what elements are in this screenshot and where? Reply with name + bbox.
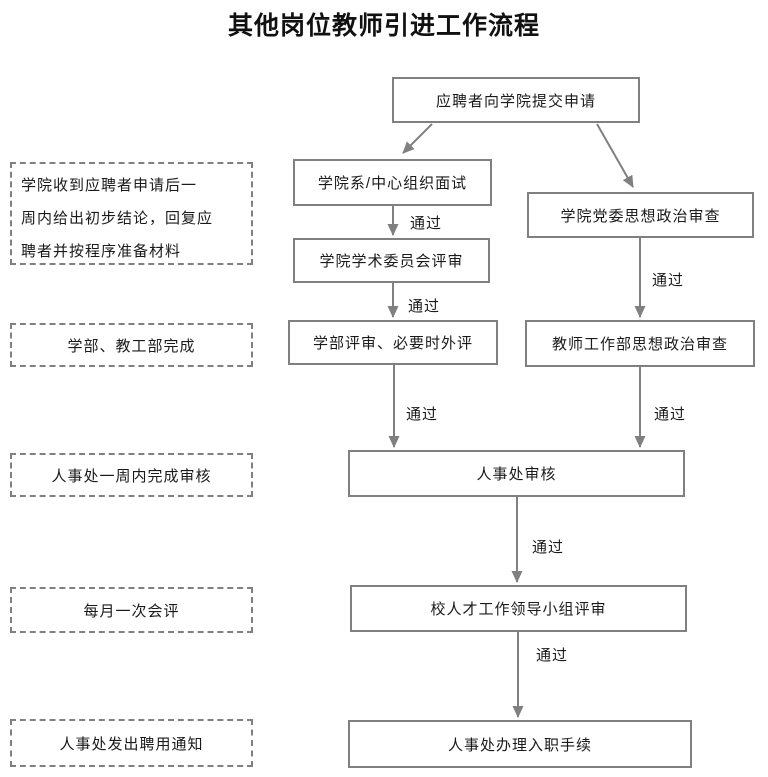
arrow-apply-to-interview bbox=[402, 123, 433, 154]
flow-node-academic-review: 学院学术委员会评审 bbox=[293, 238, 490, 283]
edge-label-pass-talent-group: 通过 bbox=[536, 647, 569, 664]
flow-node-division-review: 学部评审、必要时外评 bbox=[288, 320, 498, 365]
flow-node-hr-review: 人事处审核 bbox=[348, 450, 685, 497]
edge-label-pass-division: 通过 bbox=[406, 406, 439, 423]
edge-label-pass-teacher-dept: 通过 bbox=[654, 406, 687, 423]
edge-label-pass-interview: 通过 bbox=[410, 215, 443, 232]
note-college-response: 学院收到应聘者申请后一 周内给出初步结论，回复应 聘者并按程序准备材料 bbox=[10, 162, 253, 265]
arrow-apply-to-party-review bbox=[596, 123, 634, 188]
page-title: 其他岗位教师引进工作流程 bbox=[227, 12, 540, 40]
flow-node-teacher-dept-review: 教师工作部思想政治审查 bbox=[525, 320, 755, 367]
note-college-response-line2: 周内给出初步结论，回复应 bbox=[21, 210, 214, 227]
note-college-response-line3: 聘者并按程序准备材料 bbox=[21, 243, 182, 260]
flow-node-apply: 应聘者向学院提交申请 bbox=[392, 77, 640, 123]
flow-node-interview: 学院系/中心组织面试 bbox=[293, 159, 492, 206]
note-division-dept-done: 学部、教工部完成 bbox=[10, 323, 253, 367]
edge-label-pass-party: 通过 bbox=[652, 272, 685, 289]
note-hr-one-week: 人事处一周内完成审核 bbox=[10, 453, 253, 497]
edge-label-pass-hr: 通过 bbox=[532, 539, 565, 556]
flow-node-talent-group-review: 校人才工作领导小组评审 bbox=[350, 585, 687, 632]
note-hr-offer-notice: 人事处发出聘用通知 bbox=[10, 719, 253, 767]
note-college-response-line1: 学院收到应聘者申请后一 bbox=[21, 177, 198, 194]
flow-node-party-review: 学院党委思想政治审查 bbox=[527, 192, 754, 238]
edge-label-pass-academic: 通过 bbox=[408, 298, 441, 315]
flow-node-onboarding: 人事处办理入职手续 bbox=[348, 720, 692, 768]
note-monthly-meeting: 每月一次会评 bbox=[10, 587, 253, 633]
